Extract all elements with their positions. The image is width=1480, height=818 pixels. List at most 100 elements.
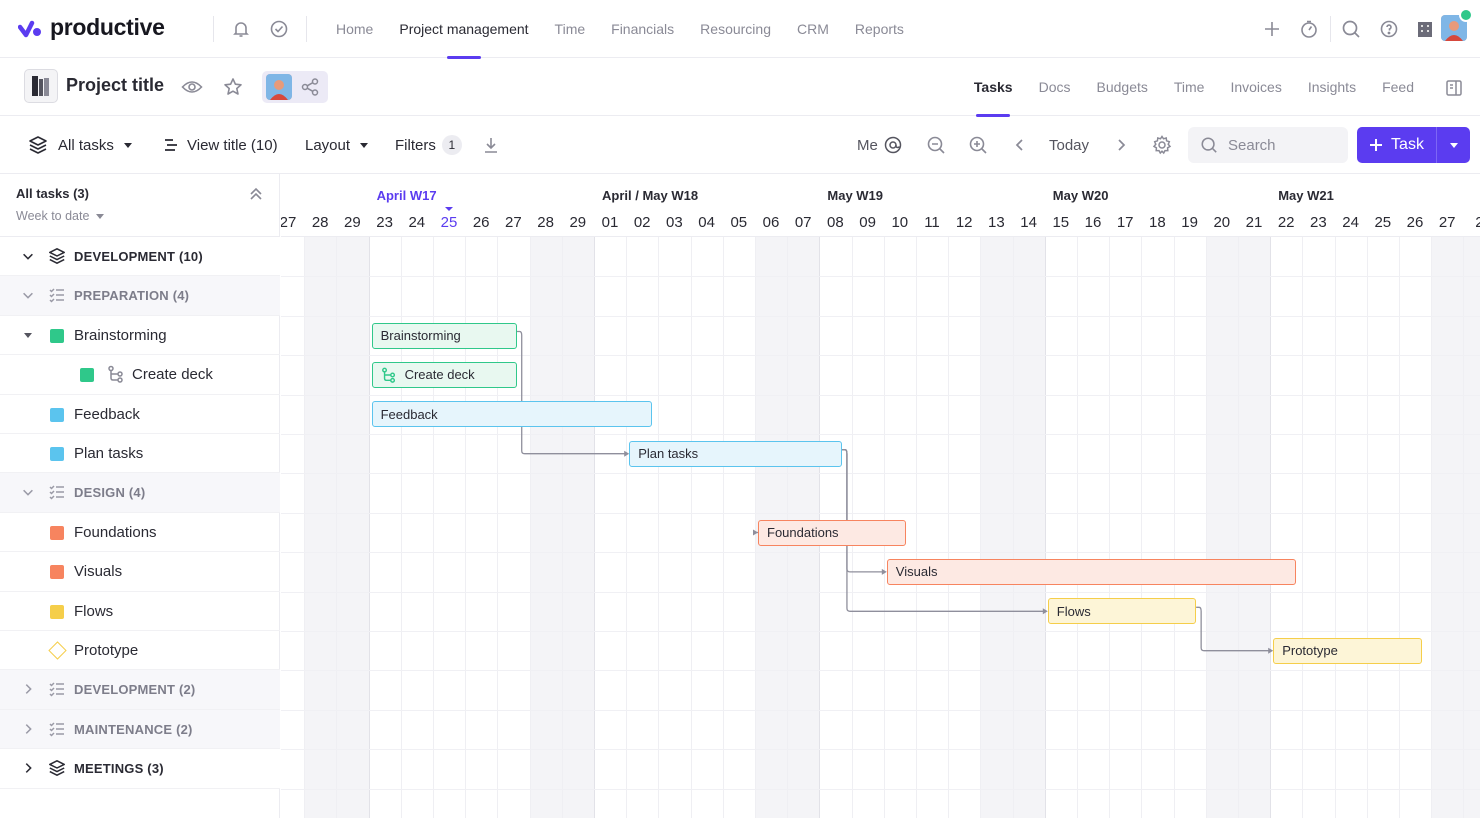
- today-button[interactable]: Today: [1049, 116, 1089, 174]
- tab-invoices[interactable]: Invoices: [1230, 79, 1282, 95]
- me-filter-button[interactable]: Me: [857, 116, 902, 174]
- chevron-down-icon[interactable]: [21, 485, 35, 504]
- nav-financials[interactable]: Financials: [611, 21, 675, 37]
- date-range-dropdown[interactable]: Week to date: [16, 209, 105, 223]
- dependency-arrow: [1042, 608, 1048, 615]
- caret-down-icon[interactable]: [24, 332, 32, 338]
- share-icon[interactable]: [300, 77, 320, 102]
- status-badge: [1459, 8, 1473, 22]
- task-row[interactable]: Plan tasks: [0, 434, 280, 474]
- subgroup-row[interactable]: DEVELOPMENT (2): [0, 670, 280, 710]
- nav-time[interactable]: Time: [554, 21, 586, 37]
- collapse-all-icon[interactable]: [248, 186, 264, 207]
- search-icon[interactable]: [1339, 17, 1363, 41]
- nav-resourcing[interactable]: Resourcing: [700, 21, 771, 37]
- help-icon[interactable]: [1377, 17, 1401, 41]
- subgroup-row[interactable]: PREPARATION (4): [0, 276, 280, 316]
- task-options-dropdown[interactable]: [1437, 127, 1470, 163]
- star-icon[interactable]: [221, 75, 245, 99]
- day-column: [722, 237, 755, 818]
- next-chevron-icon[interactable]: [1113, 116, 1129, 174]
- plus-icon[interactable]: [1260, 17, 1284, 41]
- eye-icon[interactable]: [180, 75, 204, 99]
- subgroup-row[interactable]: DESIGN (4): [0, 473, 280, 513]
- at-sign-icon: [884, 136, 902, 154]
- group-row[interactable]: DEVELOPMENT (10): [0, 237, 280, 277]
- row-gridline: [281, 434, 1480, 435]
- group-row[interactable]: MEETINGS (3): [0, 749, 280, 789]
- bell-icon[interactable]: [229, 17, 253, 41]
- task-color-square: [80, 368, 94, 383]
- task-row[interactable]: Create deck: [0, 355, 280, 395]
- day-label: 02: [633, 214, 651, 231]
- gantt-bar[interactable]: Prototype: [1273, 637, 1422, 664]
- gantt-bar[interactable]: Flows: [1047, 598, 1197, 625]
- tab-tasks[interactable]: Tasks: [961, 58, 1026, 117]
- subgroup-row[interactable]: MAINTENANCE (2): [0, 709, 280, 750]
- nav-reports[interactable]: Reports: [854, 21, 904, 37]
- task-row[interactable]: Brainstorming: [0, 316, 280, 356]
- row-gridline: [281, 315, 1480, 317]
- view-title-label: View title (10): [187, 136, 278, 154]
- zoom-in-icon[interactable]: [968, 116, 988, 174]
- day-label: 08: [827, 214, 844, 231]
- nav-crm[interactable]: CRM: [797, 21, 829, 37]
- tab-docs[interactable]: Docs: [1038, 79, 1071, 95]
- side-panel-icon[interactable]: [1442, 76, 1466, 100]
- chevron-right-icon[interactable]: [21, 682, 35, 701]
- building-icon[interactable]: [1413, 17, 1437, 41]
- filters-button[interactable]: Filters 1: [395, 116, 462, 174]
- day-column: [690, 237, 723, 818]
- gantt-bar[interactable]: Foundations: [758, 519, 907, 546]
- tab-budgets[interactable]: Budgets: [1096, 79, 1148, 95]
- export-icon[interactable]: [482, 116, 500, 174]
- timer-icon[interactable]: [1297, 17, 1321, 41]
- tab-feed[interactable]: Feed: [1382, 79, 1414, 95]
- previous-chevron-icon[interactable]: [1012, 116, 1028, 174]
- gantt-bar[interactable]: Feedback: [371, 401, 652, 428]
- tab-time[interactable]: Time: [1173, 79, 1205, 95]
- view-title-dropdown[interactable]: View title (10): [163, 116, 278, 174]
- zoom-out-icon[interactable]: [926, 116, 946, 174]
- new-task-button[interactable]: Task: [1357, 127, 1437, 163]
- task-row[interactable]: Feedback: [0, 395, 280, 434]
- gantt-bar[interactable]: Visuals: [886, 558, 1296, 585]
- chevron-down-icon[interactable]: [21, 288, 35, 307]
- gantt-bar[interactable]: Brainstorming: [371, 322, 517, 349]
- task-row[interactable]: Prototype: [0, 631, 280, 671]
- week-label: May W20: [1052, 188, 1109, 203]
- divider: [1330, 16, 1331, 42]
- add-task-button[interactable]: Task: [1357, 127, 1470, 163]
- layout-dropdown[interactable]: Layout: [305, 116, 369, 174]
- nav-home[interactable]: Home: [336, 21, 374, 37]
- gantt-bar-label: Prototype: [1282, 643, 1338, 659]
- chevron-right-icon[interactable]: [21, 761, 35, 780]
- dependency-line: [841, 449, 883, 573]
- task-row[interactable]: Visuals: [0, 552, 280, 592]
- project-title[interactable]: Project title: [66, 75, 165, 95]
- chevron-right-icon[interactable]: [21, 722, 35, 741]
- chevron-down-icon[interactable]: [21, 249, 35, 268]
- day-label: 07: [794, 214, 812, 231]
- all-tasks-dropdown[interactable]: All tasks: [28, 116, 132, 174]
- task-row[interactable]: Foundations: [0, 513, 280, 553]
- search-field[interactable]: [1188, 127, 1348, 163]
- group-label: DESIGN (4): [74, 485, 146, 501]
- plus-icon: [1370, 139, 1383, 151]
- nav-project-management[interactable]: Project management: [386, 0, 541, 59]
- gantt-bar[interactable]: Create deck: [371, 361, 517, 388]
- gantt-view-icon: [165, 139, 177, 151]
- project-members[interactable]: [262, 71, 328, 103]
- task-row[interactable]: Flows: [0, 592, 280, 631]
- settings-gear-icon[interactable]: [1152, 116, 1172, 174]
- logo[interactable]: productive: [18, 14, 165, 41]
- day-column: [980, 237, 1013, 818]
- gantt-bar-label: Create deck: [404, 367, 475, 383]
- gantt-bar[interactable]: Plan tasks: [629, 440, 842, 467]
- day-label: 17: [1116, 214, 1134, 231]
- tab-insights[interactable]: Insights: [1307, 79, 1357, 95]
- check-circle-icon[interactable]: [267, 17, 291, 41]
- layout-label: Layout: [305, 136, 351, 154]
- user-avatar[interactable]: [1441, 15, 1467, 41]
- search-input[interactable]: [1228, 136, 1338, 154]
